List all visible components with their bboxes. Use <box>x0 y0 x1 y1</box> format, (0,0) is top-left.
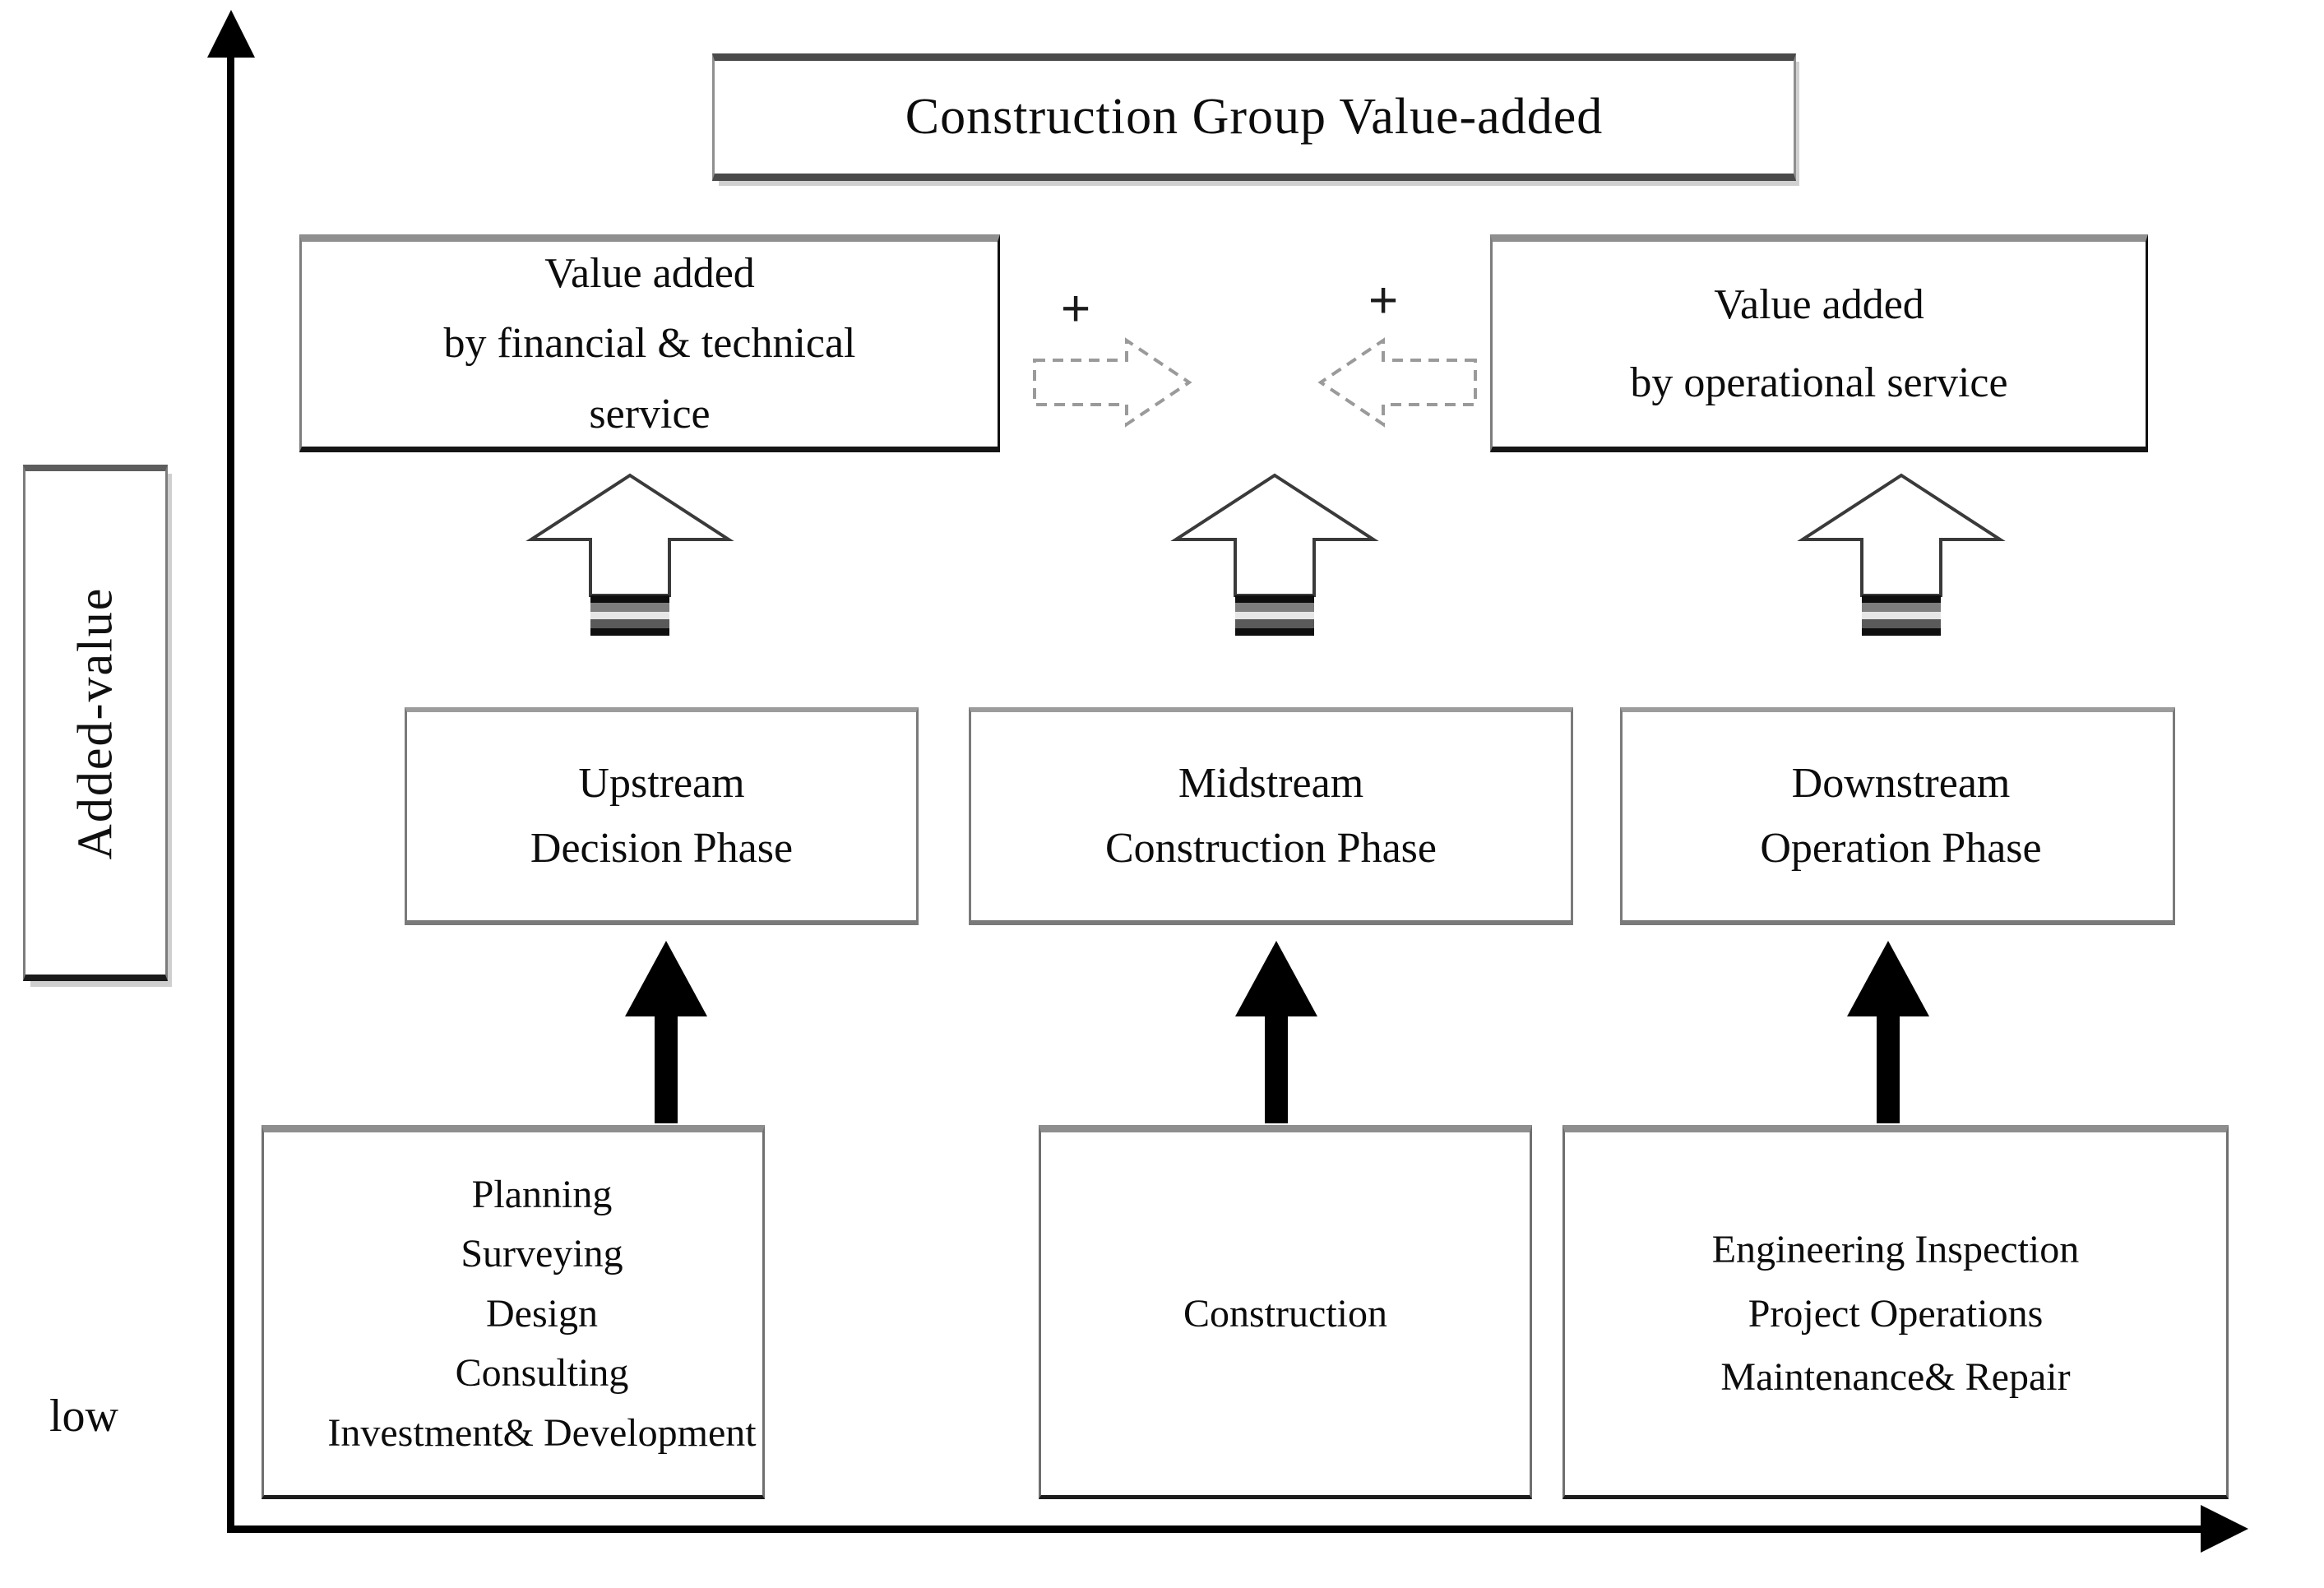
service-box-upstream: Planning Surveying Design Consulting Inv… <box>262 1125 765 1499</box>
group-value-added-box: Construction Group Value-added <box>712 53 1796 181</box>
phase-box-upstream: Upstream Decision Phase <box>405 707 919 925</box>
group-value-added-text: Construction Group Value-added <box>715 84 1794 151</box>
service-line: Project Operations <box>1748 1291 2044 1336</box>
value-added-line: service <box>589 390 711 438</box>
right-arrow-axis-icon <box>2201 1505 2248 1553</box>
plus-sign-right: + <box>1368 272 1399 329</box>
phase-line: Decision Phase <box>530 824 794 872</box>
service-line: Engineering Inspection <box>1711 1228 2080 1272</box>
service-line: Planning <box>471 1173 613 1217</box>
service-line: Design <box>486 1291 598 1336</box>
service-line: Surveying <box>461 1232 623 1276</box>
service-line: Consulting <box>455 1351 629 1396</box>
y-axis-low-label: low <box>49 1391 118 1442</box>
solid-up-arrow-icon <box>1847 941 1929 1123</box>
phase-line: Downstream <box>1791 759 2011 807</box>
service-line: Investment& Development <box>327 1410 757 1455</box>
phase-box-midstream: Midstream Construction Phase <box>969 707 1573 925</box>
value-added-operational-box: Value added by operational service <box>1490 234 2148 452</box>
dashed-block-arrow-right-icon <box>1033 337 1192 428</box>
value-added-financial-technical-box: Value added by financial & technical ser… <box>299 234 1000 452</box>
phase-line: Construction Phase <box>1105 824 1437 872</box>
phase-line: Upstream <box>578 759 745 807</box>
service-line: Maintenance& Repair <box>1720 1355 2071 1400</box>
value-added-line: by operational service <box>1630 359 2008 406</box>
value-added-line: Value added <box>1714 280 1924 328</box>
hollow-up-arrow-icon <box>1170 473 1379 636</box>
service-box-downstream: Engineering Inspection Project Operation… <box>1562 1125 2229 1499</box>
y-axis-label-text: Added-value <box>67 586 123 859</box>
plus-sign-left: + <box>1061 280 1091 337</box>
y-axis-label-plaque: Added-value <box>23 465 168 981</box>
dashed-block-arrow-left-icon <box>1317 337 1477 428</box>
hollow-up-arrow-icon <box>525 473 734 636</box>
y-axis-line <box>227 45 234 1530</box>
service-line: Construction <box>1183 1291 1387 1336</box>
solid-up-arrow-icon <box>1235 941 1317 1123</box>
value-added-line: Value added <box>544 249 755 297</box>
phase-line: Midstream <box>1178 759 1364 807</box>
x-axis-line <box>227 1525 2209 1533</box>
hollow-up-arrow-icon <box>1797 473 2006 636</box>
solid-up-arrow-icon <box>625 941 707 1123</box>
group-value-added-line: Construction Group Value-added <box>905 88 1604 145</box>
up-arrow-axis-icon <box>207 10 255 58</box>
phase-line: Operation Phase <box>1760 824 2042 872</box>
value-added-line: by financial & technical <box>443 320 856 368</box>
service-box-midstream: Construction <box>1039 1125 1532 1499</box>
phase-box-downstream: Downstream Operation Phase <box>1620 707 2175 925</box>
